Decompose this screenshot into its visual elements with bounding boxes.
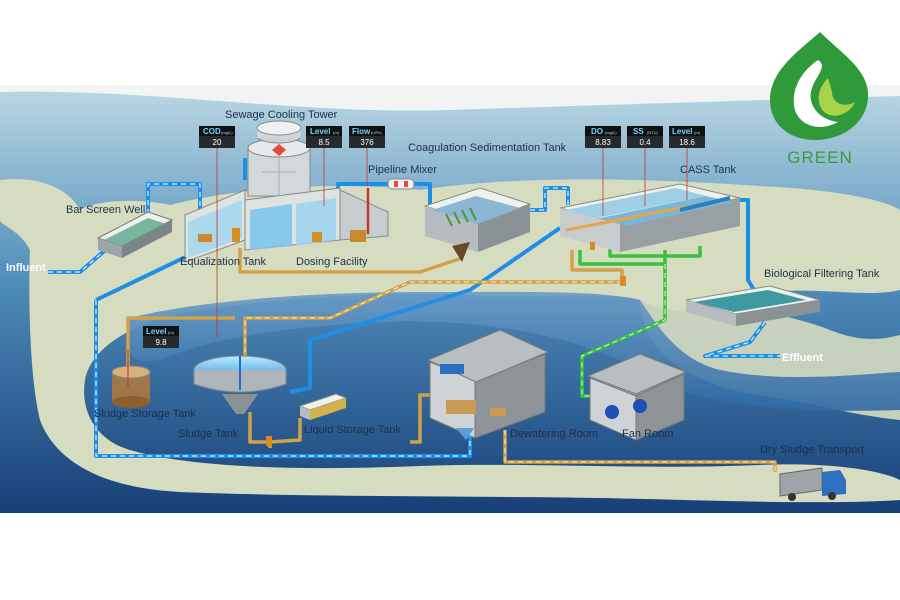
readout-name: Level bbox=[672, 127, 692, 136]
pipeline-mixer bbox=[387, 178, 415, 190]
dewatering-room bbox=[426, 329, 550, 440]
label-dry-sludge-transport: Dry Sludge Transport bbox=[760, 444, 864, 456]
readout-value: 0.4 bbox=[639, 138, 651, 147]
label-cass-tank: CASS Tank bbox=[680, 164, 737, 176]
readout-name: SS bbox=[633, 127, 644, 136]
liquid-storage-tank bbox=[298, 393, 348, 420]
readout-unit: (NTU) bbox=[647, 130, 659, 135]
valves bbox=[266, 242, 626, 446]
readout-cass-ss: SS (NTU) 0.4 bbox=[627, 126, 663, 206]
readout-cass-level: Level (m) 18.6 bbox=[669, 126, 705, 200]
sludge-tank bbox=[193, 355, 287, 414]
readout-unit: (m) bbox=[168, 330, 175, 335]
label-sludge-storage-tank: Sludge Storage Tank bbox=[94, 408, 196, 420]
readout-value: 376 bbox=[360, 138, 374, 147]
river bbox=[126, 291, 900, 411]
label-liquid-storage-tank: Liquid Storage Tank bbox=[304, 424, 402, 436]
readout-cod: COD (mg/L) 20 bbox=[199, 126, 235, 338]
readout-name: DO bbox=[591, 127, 603, 136]
labels: Influent Bar Screen Well Equalization Ta… bbox=[6, 109, 880, 456]
logo-text: GREEN bbox=[787, 148, 852, 167]
readout-value: 8.5 bbox=[318, 138, 330, 147]
readout-name: Level bbox=[310, 127, 330, 136]
label-sludge-tank: Sludge Tank bbox=[178, 428, 239, 440]
water-pipes bbox=[48, 158, 780, 458]
readout-value: 9.8 bbox=[155, 338, 167, 347]
label-fan-room: Fan Room bbox=[622, 428, 673, 440]
readout-sludge-level: Level (m) 9.8 bbox=[143, 326, 179, 348]
label-sewage-cooling-tower: Sewage Cooling Tower bbox=[225, 109, 338, 121]
label-coagulation-sedimentation-tank: Coagulation Sedimentation Tank bbox=[408, 142, 567, 154]
label-biological-filtering-tank: Biological Filtering Tank bbox=[764, 268, 880, 280]
label-effluent: Effluent bbox=[782, 352, 823, 364]
coagulation-sedimentation-tank bbox=[423, 187, 532, 262]
readout-unit: (m) bbox=[694, 130, 701, 135]
readout-tower-flow: Flow (m³/h) 376 bbox=[349, 126, 385, 186]
label-influent: Influent bbox=[6, 262, 46, 274]
green-logo: GREEN bbox=[770, 32, 869, 167]
readout-unit: (m) bbox=[333, 130, 340, 135]
biological-filtering-tank bbox=[685, 285, 821, 326]
readout-name: Flow bbox=[352, 127, 371, 136]
readout-value: 18.6 bbox=[679, 138, 695, 147]
readout-name: COD bbox=[203, 127, 221, 136]
label-bar-screen-well: Bar Screen Well bbox=[66, 204, 145, 216]
fan-room bbox=[586, 353, 688, 441]
label-dosing-facility: Dosing Facility bbox=[296, 256, 368, 268]
label-pipeline-mixer: Pipeline Mixer bbox=[368, 164, 437, 176]
readout-tower-level: Level (m) 8.5 bbox=[306, 126, 342, 206]
readout-unit: (mg/L) bbox=[221, 130, 233, 135]
cass-tank bbox=[559, 183, 741, 252]
readout-value: 8.83 bbox=[595, 138, 611, 147]
readout-name: Level bbox=[146, 327, 166, 336]
readout-unit: (m³/h) bbox=[371, 130, 382, 135]
dry-sludge-truck bbox=[779, 467, 846, 501]
sewage-cooling-tower bbox=[247, 120, 311, 197]
dosing-facility-tank bbox=[244, 187, 389, 251]
readout-unit: (mg/L) bbox=[605, 130, 617, 135]
sludge-storage-tank bbox=[111, 350, 151, 408]
label-equalization-tank: Equalization Tank bbox=[180, 256, 267, 268]
readout-value: 20 bbox=[213, 138, 222, 147]
bar-screen-well bbox=[96, 211, 174, 258]
readout-cass-do: DO (mg/L) 8.83 bbox=[585, 126, 621, 216]
label-dewatering-room: Dewatering Room bbox=[510, 428, 598, 440]
